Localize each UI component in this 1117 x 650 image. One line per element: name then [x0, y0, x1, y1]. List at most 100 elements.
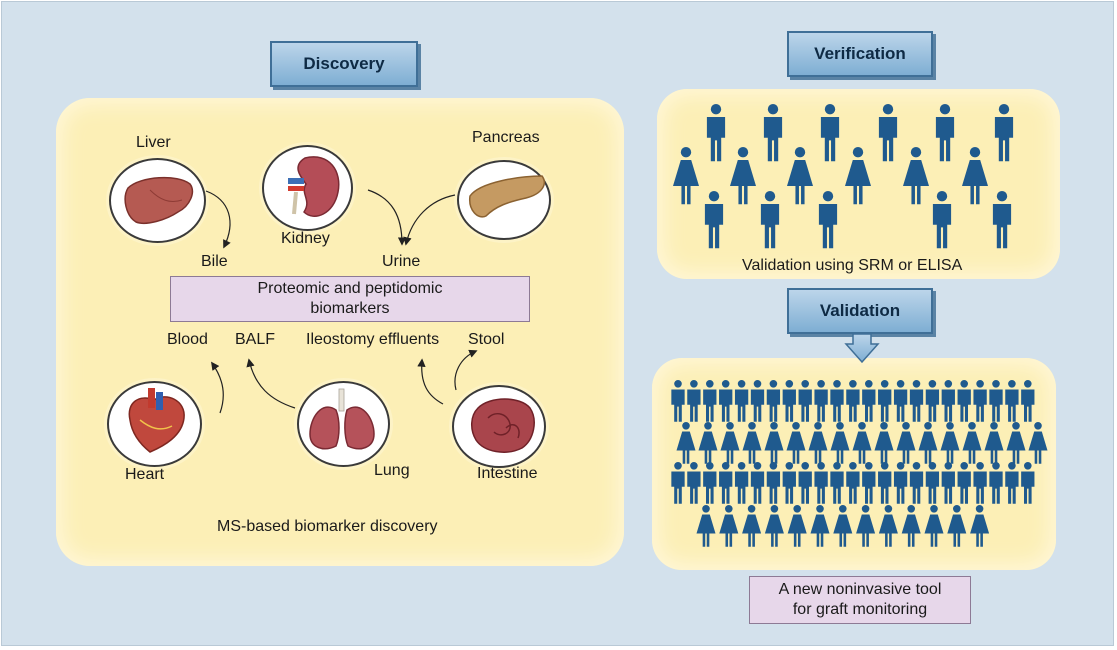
person-male-icon — [909, 380, 924, 422]
person-male-icon — [703, 380, 717, 422]
verification-caption: Validation using SRM or ELISA — [742, 257, 963, 274]
urine-label: Urine — [382, 253, 421, 270]
person-female-icon — [787, 147, 813, 205]
person-female-icon — [970, 505, 990, 547]
verification-header: Verification — [787, 31, 933, 77]
person-male-icon — [782, 462, 796, 504]
person-male-icon — [989, 462, 1003, 504]
person-male-icon — [862, 380, 876, 422]
person-male-icon — [750, 380, 765, 422]
validation-header: Validation — [787, 288, 933, 334]
person-female-icon — [786, 422, 806, 464]
person-male-icon — [941, 462, 955, 504]
person-female-icon — [1028, 422, 1048, 464]
person-male-icon — [1021, 462, 1035, 504]
person-male-icon — [830, 380, 844, 422]
person-male-icon — [750, 462, 765, 504]
person-male-icon — [989, 380, 1003, 422]
liver-icon — [124, 176, 194, 224]
liver-label: Liver — [136, 134, 171, 151]
person-male-icon — [992, 191, 1012, 249]
person-female-icon — [940, 422, 960, 464]
arrow-lung-balf — [246, 358, 296, 409]
person-male-icon — [973, 380, 987, 422]
person-female-icon — [924, 505, 944, 547]
person-male-icon — [893, 462, 908, 504]
person-male-icon — [878, 462, 892, 504]
arrow-intestine-stool — [454, 349, 478, 391]
person-male-icon — [994, 104, 1014, 162]
stool-label: Stool — [468, 331, 505, 348]
heart-label: Heart — [125, 466, 165, 483]
person-male-icon — [814, 380, 828, 422]
intestine-label: Intestine — [477, 465, 538, 482]
kidney-label: Kidney — [281, 230, 330, 247]
person-female-icon — [787, 505, 807, 547]
person-male-icon — [818, 191, 838, 249]
person-male-icon — [703, 462, 717, 504]
person-male-icon — [687, 380, 701, 422]
biomarkers-box: Proteomic and peptidomic biomarkers — [170, 276, 530, 322]
person-female-icon — [742, 505, 762, 547]
ileostomy-label: Ileostomy effluents — [306, 331, 440, 348]
person-male-icon — [932, 191, 952, 249]
person-male-icon — [734, 462, 749, 504]
outcome-line1: A new noninvasive tool — [778, 581, 942, 598]
person-male-icon — [941, 380, 955, 422]
person-female-icon — [673, 147, 699, 205]
person-female-icon — [742, 422, 762, 464]
person-male-icon — [671, 380, 685, 422]
person-female-icon — [719, 505, 739, 547]
person-female-icon — [918, 422, 938, 464]
outcome-box: A new noninvasive tool for graft monitor… — [749, 576, 971, 624]
person-female-icon — [1006, 422, 1026, 464]
person-male-icon — [719, 380, 733, 422]
arrow-kidney-urine — [367, 189, 407, 246]
kidney-icon — [288, 156, 340, 217]
person-female-icon — [896, 422, 916, 464]
biomarkers-line1: Proteomic and peptidomic — [257, 280, 443, 297]
biomarkers-line2: biomarkers — [310, 300, 390, 317]
person-female-icon — [730, 147, 756, 205]
person-male-icon — [878, 104, 898, 162]
person-male-icon — [760, 191, 780, 249]
person-male-icon — [846, 462, 860, 504]
person-male-icon — [763, 104, 783, 162]
lung-label: Lung — [374, 462, 410, 479]
person-male-icon — [1005, 380, 1019, 422]
arrow-intestine-ileostomy — [417, 358, 444, 405]
person-male-icon — [687, 462, 701, 504]
arrow-liver-bile — [205, 190, 231, 249]
person-male-icon — [782, 380, 796, 422]
person-female-icon — [698, 422, 718, 464]
balf-label: BALF — [235, 331, 276, 348]
person-female-icon — [720, 422, 740, 464]
person-female-icon — [947, 505, 967, 547]
person-female-icon — [696, 505, 716, 547]
person-male-icon — [893, 380, 908, 422]
person-male-icon — [734, 380, 749, 422]
person-female-icon — [830, 422, 850, 464]
person-male-icon — [814, 462, 828, 504]
person-male-icon — [1021, 380, 1035, 422]
person-female-icon — [764, 422, 784, 464]
pancreas-label: Pancreas — [472, 129, 540, 146]
person-male-icon — [719, 462, 733, 504]
person-female-icon — [810, 505, 830, 547]
person-female-icon — [852, 422, 872, 464]
lung-icon — [309, 388, 375, 450]
person-female-icon — [962, 422, 982, 464]
person-male-icon — [973, 462, 987, 504]
person-male-icon — [957, 380, 971, 422]
arrow-heart-blood — [211, 361, 224, 414]
outcome-line2: for graft monitoring — [792, 601, 928, 618]
person-female-icon — [874, 422, 894, 464]
person-male-icon — [925, 380, 940, 422]
person-male-icon — [798, 380, 812, 422]
person-male-icon — [925, 462, 940, 504]
person-female-icon — [845, 147, 871, 205]
bile-label: Bile — [201, 253, 228, 270]
down-arrow-icon — [844, 333, 880, 364]
